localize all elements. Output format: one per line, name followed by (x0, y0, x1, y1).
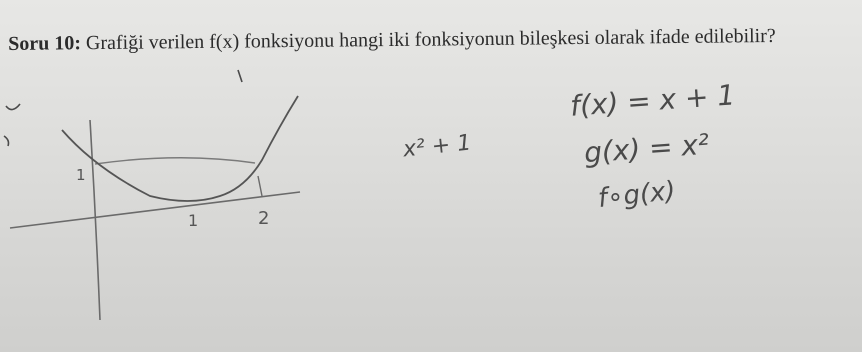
x-tick-label-2: 2 (258, 208, 269, 229)
y-tick-label: 1 (76, 166, 86, 184)
guide-line (94, 157, 256, 165)
x-tick-mark-2 (257, 175, 263, 197)
x-axis (9, 191, 301, 229)
x-tick-label-1: 1 (188, 211, 198, 230)
function-curve (61, 95, 299, 202)
margin-mark-2 (3, 135, 10, 147)
margin-mark-1 (5, 103, 21, 111)
y-axis (89, 119, 101, 321)
stray-mark (237, 69, 243, 83)
